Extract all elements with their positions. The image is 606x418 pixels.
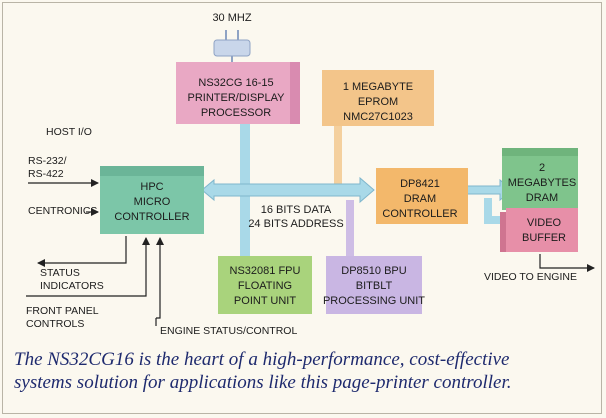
host-io-label: HOST I/O [46, 126, 92, 138]
processor-line-2: PRINTER/DISPLAY [188, 92, 286, 104]
status-label-line-2: INDICATORS [40, 280, 104, 292]
caption-line-1: The NS32CG16 is the heart of a high-perf… [14, 349, 510, 370]
rs232-label-line-2: RS-422 [28, 168, 64, 180]
status-signal-line [37, 236, 127, 267]
centronics-label: CENTRONICS [28, 205, 97, 217]
figure-caption: The NS32CG16 is the heart of a high-perf… [14, 348, 594, 394]
hpc-block: HPC MICRO CONTROLLER [100, 166, 204, 234]
clock-label: 30 MHZ [212, 12, 251, 24]
dram-controller-block: DP8421 DRAM CONTROLLER [376, 168, 468, 224]
buffer-link [484, 198, 492, 220]
engine-status-signal-line [156, 237, 164, 319]
bpu-line-3: PROCESSING UNIT [323, 295, 425, 307]
main-bus-arrow [201, 176, 375, 204]
rs232-label-line-1: RS-232/ [28, 155, 67, 167]
eprom-line-2: EPROM [358, 96, 398, 108]
video-buffer-block: VIDEO BUFFER [500, 208, 578, 252]
dram-controller-line-1: DP8421 [400, 178, 440, 190]
bus-label-data: 16 BITS DATA [261, 204, 332, 216]
bpu-line-2: BITBLT [356, 280, 393, 292]
fpu-line-1: NS32081 FPU [230, 265, 301, 277]
video-to-engine-label: VIDEO TO ENGINE [484, 271, 577, 283]
video-buffer-line-1: VIDEO [527, 217, 562, 229]
bpu-line-1: DP8510 BPU [341, 265, 406, 277]
processor-block: NS32CG 16-15 PRINTER/DISPLAY PROCESSOR [176, 62, 300, 124]
dram-line-1: 2 [539, 162, 545, 174]
dram-line-2: MEGABYTES [508, 177, 576, 189]
front-panel-label-line-2: CONTROLS [26, 318, 84, 330]
video-buffer-line-2: BUFFER [522, 232, 566, 244]
fpu-block: NS32081 FPU FLOATING POINT UNIT [218, 256, 312, 314]
front-panel-signal-line [26, 237, 150, 297]
processor-line-1: NS32CG 16-15 [198, 77, 273, 89]
dram-controller-line-3: CONTROLLER [382, 208, 457, 220]
dram-block: 2 MEGABYTES DRAM [502, 148, 578, 210]
eprom-block: 1 MEGABYTE EPROM NMC27C1023 [322, 70, 434, 126]
video-to-engine-line [539, 254, 595, 272]
hpc-line-3: CONTROLLER [114, 211, 189, 223]
hpc-line-1: HPC [140, 181, 163, 193]
engine-status-label: ENGINE STATUS/CONTROL [160, 325, 297, 337]
bus-label-address: 24 BITS ADDRESS [248, 218, 343, 230]
bpu-block: DP8510 BPU BITBLT PROCESSING UNIT [323, 256, 425, 314]
dram-controller-line-2: DRAM [404, 193, 436, 205]
eprom-line-3: NMC27C1023 [343, 111, 413, 123]
caption-line-2: systems solution for applications like t… [14, 372, 512, 393]
bpu-bus-link [346, 200, 354, 264]
figure-frame [2, 2, 602, 414]
status-label-line-1: STATUS [40, 267, 80, 279]
fpu-line-2: FLOATING [238, 280, 292, 292]
front-panel-label-line-1: FRONT PANEL [26, 305, 99, 317]
clock-crystal [213, 30, 251, 66]
fpu-line-3: POINT UNIT [234, 295, 296, 307]
eprom-bus-link [334, 118, 342, 188]
dram-line-3: DRAM [526, 192, 558, 204]
buffer-link-horizontal [484, 216, 508, 224]
eprom-line-1: 1 MEGABYTE [343, 81, 413, 93]
processor-line-3: PROCESSOR [201, 107, 271, 119]
hpc-line-2: MICRO [134, 196, 171, 208]
